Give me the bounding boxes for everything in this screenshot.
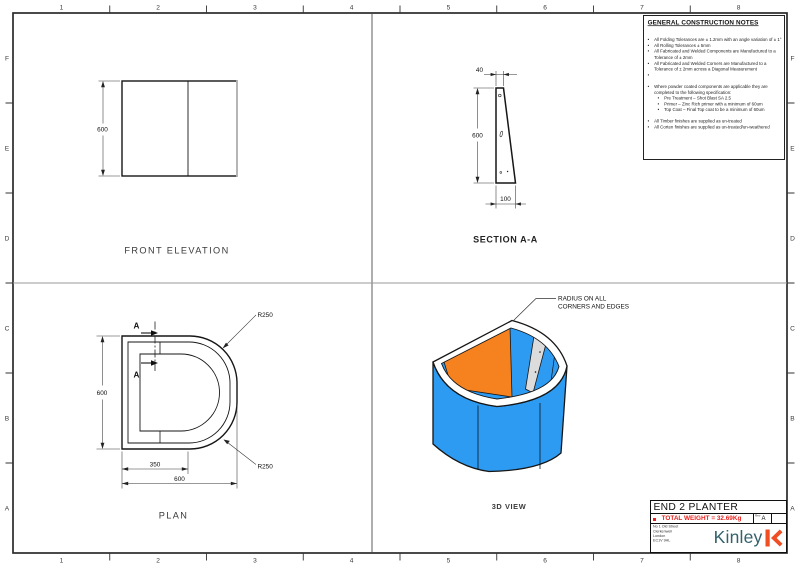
- grid-row-label: E: [790, 146, 795, 153]
- note-item: •All Fabricated and Welded Corners are M…: [647, 61, 767, 73]
- iso-view: RADIUS ON ALL CORNERS AND EDGES 3D VIEW: [432, 296, 629, 511]
- revision-cell: Rev A: [752, 514, 771, 523]
- view-caption-section: SECTION A-A: [473, 235, 538, 245]
- brand-wordmark: Kinley: [713, 527, 763, 547]
- grid-row-label: F: [5, 56, 9, 63]
- weight-asterisk: [652, 517, 656, 521]
- grid-row-label: A: [5, 506, 10, 513]
- dim-label-width: 600: [174, 476, 185, 483]
- total-weight-cell: TOTAL WEIGHT = 32.69Kg: [651, 514, 753, 523]
- company-address: No 1 Old Street Clerkenwell London EC1V …: [652, 525, 678, 543]
- section-marker-letter: A: [134, 322, 140, 331]
- note-item: •Where powder coated components are appl…: [647, 84, 768, 96]
- note-item: •All Rolling Tolerances ± 5mm: [647, 43, 711, 49]
- dim-label-top-width: 40: [476, 67, 484, 74]
- note-item: •All Corten finishes are supplied as un-…: [647, 124, 770, 130]
- dim-label-height: 600: [97, 390, 108, 397]
- grid-col-label: 2: [156, 5, 160, 12]
- grid-row-label: A: [790, 506, 795, 513]
- dim-label-height: 600: [97, 127, 108, 134]
- revision-label: Rev: [754, 514, 760, 518]
- drawing-title: END 2 PLANTER: [650, 501, 786, 514]
- kinley-logo: Kinley: [697, 524, 786, 553]
- hole: [506, 170, 509, 173]
- grid-col-label: 5: [447, 5, 451, 12]
- note-item: •All Folding Tolerances are ± 1.2mm with…: [647, 37, 782, 43]
- hole: [499, 171, 502, 174]
- note-subitem: •Pre Treatment – Shot Blast SA 2.5: [657, 95, 731, 101]
- grid-row-label: E: [5, 146, 10, 153]
- grid-col-label: 1: [60, 558, 64, 565]
- note-item: •All Timber finishes are supplied as un-…: [647, 118, 742, 124]
- dim-label-bottom-width: 100: [500, 196, 511, 203]
- body-seam-lines: [477, 403, 541, 470]
- grid-col-label: 7: [640, 5, 644, 12]
- hole: [498, 93, 502, 98]
- kinley-k-icon: [765, 529, 782, 547]
- front-elevation-view: 600 FRONT ELEVATION: [97, 80, 238, 256]
- grid-col-label: 3: [253, 558, 257, 565]
- total-weight: TOTAL WEIGHT = 32.69Kg: [661, 514, 742, 522]
- revision-value: A: [761, 516, 766, 522]
- view-caption-plan: PLAN: [159, 511, 189, 521]
- slot: [499, 130, 503, 138]
- grid-col-label: 8: [737, 5, 741, 12]
- grid-row-label: D: [5, 236, 10, 243]
- grid-col-label: 6: [543, 5, 547, 12]
- grid-row-label: B: [790, 416, 795, 423]
- general-construction-notes: GENERAL CONSTRUCTION NOTES •All Folding …: [643, 15, 785, 160]
- radius-label-bottom: R250: [258, 464, 274, 471]
- note-item: •: [647, 73, 650, 79]
- grid-col-label: 2: [156, 558, 160, 565]
- title-block: END 2 PLANTER TOTAL WEIGHT = 32.69Kg Rev…: [649, 500, 787, 553]
- section-view: 40 600 100 SECTION A-A: [472, 67, 538, 245]
- notes-title: GENERAL CONSTRUCTION NOTES: [647, 18, 759, 27]
- dim-label-height: 600: [472, 133, 483, 140]
- annotation-leader: [512, 298, 556, 322]
- border-frame: [5, 5, 795, 561]
- grid-reference-labels: 1 2 3 4 5 6 7 8 1 2 3 4 5 6 7 8 F E D C …: [5, 5, 796, 565]
- plan-view: A A 600 350 600 R250 R250 PLAN: [96, 312, 274, 521]
- grid-col-label: 3: [253, 5, 257, 12]
- grid-col-label: 1: [60, 5, 64, 12]
- grid-col-label: 5: [447, 558, 451, 565]
- note-item: •All Fabricated and Welded Components ar…: [647, 49, 776, 61]
- empty-cell: [770, 514, 786, 523]
- grid-row-label: C: [5, 326, 10, 333]
- grid-col-label: 8: [737, 558, 741, 565]
- radius-annotation-line2: CORNERS AND EDGES: [558, 304, 629, 311]
- radius-annotation-line1: RADIUS ON ALL: [558, 296, 607, 303]
- grid-col-label: 4: [350, 5, 354, 12]
- grid-col-label: 6: [543, 558, 547, 565]
- grid-col-label: 4: [350, 558, 354, 565]
- radius-label-top: R250: [258, 312, 274, 319]
- section-marker-letter: A: [134, 371, 140, 380]
- note-subitem: •Primer – Zinc Rich primer with a minimu…: [657, 101, 763, 107]
- view-caption-3d: 3D VIEW: [492, 502, 527, 511]
- view-caption-front-elevation: FRONT ELEVATION: [124, 246, 229, 256]
- grid-row-label: C: [790, 326, 795, 333]
- grid-row-label: B: [5, 416, 10, 423]
- grid-row-label: F: [790, 56, 794, 63]
- dim-label-flat-width: 350: [150, 462, 161, 469]
- grid-row-label: D: [790, 236, 795, 243]
- grid-col-label: 7: [640, 558, 644, 565]
- note-subitem: •Top Coat – Final Top coat to be a minim…: [657, 107, 765, 113]
